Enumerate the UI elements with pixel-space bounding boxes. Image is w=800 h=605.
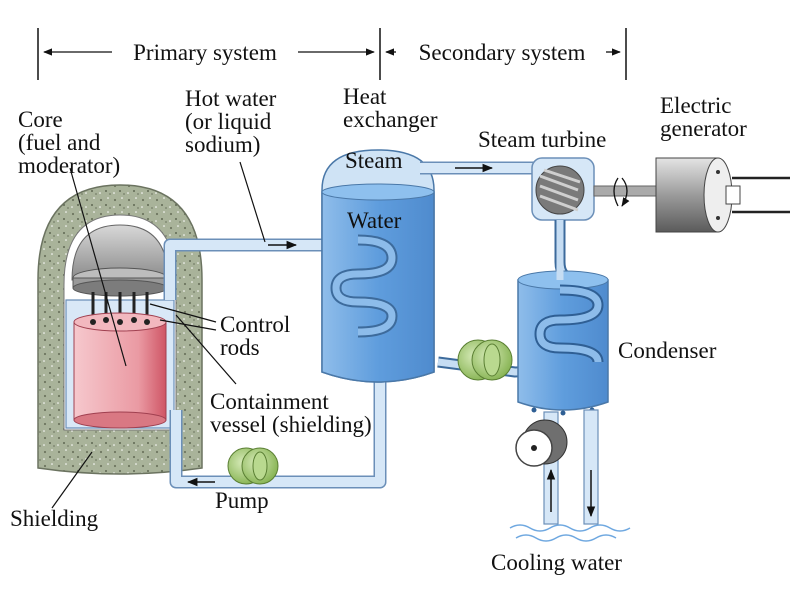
hot-water-label-line2: (or liquid (185, 109, 272, 134)
steam-turbine-label: Steam turbine (478, 127, 606, 152)
secondary-pump (457, 339, 513, 381)
labels: Core (fuel and moderator) Hot water (or … (10, 84, 747, 575)
control-rods-label-line2: rods (220, 335, 260, 360)
primary-pump (227, 447, 279, 485)
system-header: Primary system Secondary system (37, 28, 627, 80)
electric-generator (655, 157, 790, 233)
control-rods-label-line1: Control (220, 312, 290, 337)
rotation-arc (613, 177, 619, 207)
turbine-shaft (593, 185, 657, 197)
water-surface-1 (509, 524, 631, 532)
core-leader (69, 167, 127, 367)
electric-generator-label-line2: generator (660, 116, 747, 141)
water-label: Water (347, 208, 402, 233)
secondary-system-label: Secondary system (419, 40, 586, 65)
primary-system-label: Primary system (133, 40, 277, 65)
reactor-core (73, 312, 167, 429)
condenser-label: Condenser (618, 338, 717, 363)
condenser (517, 262, 609, 416)
control-rods-leader (149, 303, 217, 323)
rotation-arrow (621, 177, 630, 207)
core-label-line2: (fuel and (18, 130, 101, 155)
electric-generator-label-line1: Electric (660, 93, 732, 118)
leader-lines (51, 161, 266, 509)
containment-label-line2: vessel (shielding) (210, 412, 372, 437)
steam-label: Steam (345, 148, 403, 173)
core-label-line1: Core (18, 107, 63, 132)
water-surface-2 (515, 534, 617, 542)
shielding-leader (51, 451, 93, 509)
core-label-line3: moderator) (18, 153, 120, 178)
control-rods-leader-2 (159, 319, 217, 331)
hot-water-leader (239, 161, 266, 243)
containment-leader (175, 314, 237, 385)
hot-water-label-line3: sodium) (185, 132, 260, 157)
shielding-label: Shielding (10, 506, 99, 531)
steam-turbine (531, 157, 657, 221)
containment-label-line1: Containment (210, 389, 329, 414)
heat-exchanger (321, 149, 435, 383)
heat-exchanger-label-line1: Heat (343, 84, 387, 109)
cooling-water-label: Cooling water (491, 550, 622, 575)
hot-water-label-line1: Hot water (185, 86, 277, 111)
heat-exchanger-label-line2: exchanger (343, 107, 438, 132)
cooling-pump (515, 419, 568, 467)
pump-label: Pump (215, 488, 269, 513)
